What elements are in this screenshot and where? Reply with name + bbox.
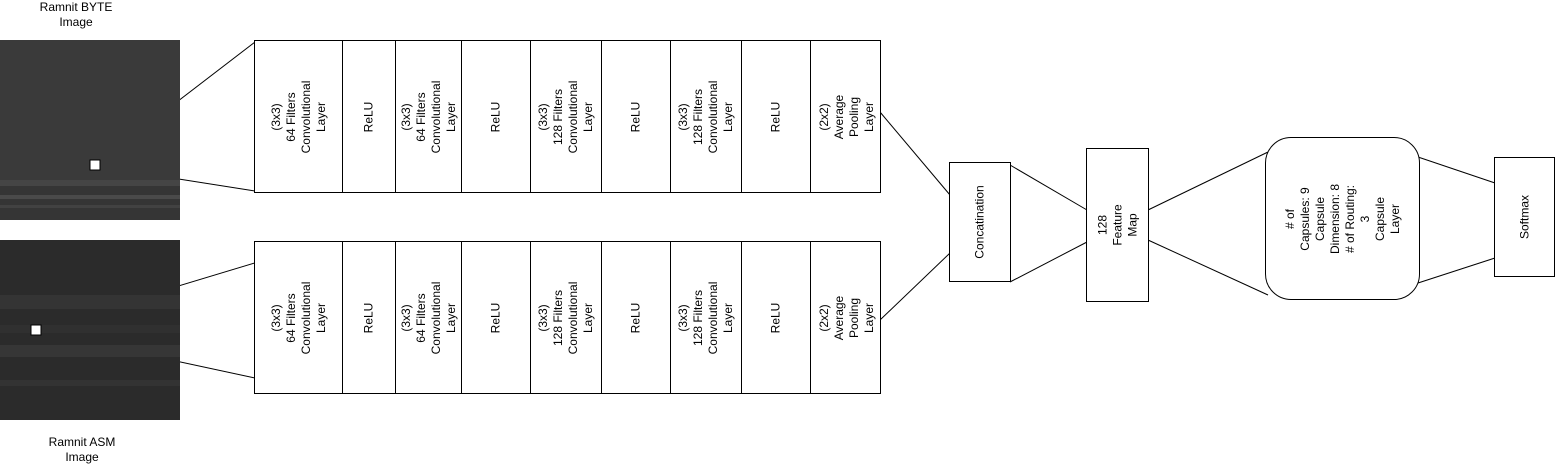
asm-layer-relu2-label: ReLU [488,302,503,333]
byte-layer-pool: (2x2) Average Pooling Layer [811,41,882,192]
byte-layer-relu1: ReLU [343,41,396,192]
byte-layer-relu4-label: ReLU [768,101,783,132]
concatenation-node: Concatination [949,162,1011,282]
asm-layer-conv4-label: (3x3) 128 Filters Convolutional Layer [676,281,735,354]
asm-layer-pool-label: (2x2) Average Pooling Layer [816,295,876,340]
concat-to-feature-line-bottom [1009,241,1088,283]
asm-branch-layers: (3x3) 64 Filters Convolutional Layer ReLU… [254,241,881,394]
concat-to-feature-line-top [1009,164,1088,211]
byte-layer-conv4-label: (3x3) 128 Filters Convolutional Layer [676,80,735,153]
byte-layer-conv1: (3x3) 64 Filters Convolutional Layer [255,41,343,192]
byte-layer-conv1-label: (3x3) 64 Filters Convolutional Layer [268,80,328,153]
softmax-node: Softmax [1494,157,1555,277]
asm-layer-relu4-label: ReLU [768,302,783,333]
byte-image-caption: Ramnit BYTE Image [39,0,113,29]
byte-to-concat-line [879,111,951,196]
asm-layer-conv3-label: (3x3) 128 Filters Convolutional Layer [536,281,595,354]
asm-layer-relu1-label: ReLU [361,302,376,333]
asm-layer-conv1: (3x3) 64 Filters Convolutional Layer [255,242,343,393]
asm-layer-relu3-label: ReLU [628,302,643,333]
byte-layer-relu4: ReLU [742,41,811,192]
byte-layer-relu3-label: ReLU [628,101,643,132]
asm-layer-pool: (2x2) Average Pooling Layer [811,242,882,393]
byte-layer-conv2: (3x3) 64 Filters Convolutional Layer [396,41,462,192]
byte-layer-conv3: (3x3) 128 Filters Convolutional Layer [531,41,602,192]
asm-layer-relu4: ReLU [742,242,811,393]
byte-layer-conv3-label: (3x3) 128 Filters Convolutional Layer [536,80,595,153]
byte-branch-layers: (3x3) 64 Filters Convolutional Layer ReLU… [254,40,881,193]
feature-map-node: 128 Feature Map [1086,148,1149,302]
byte-layer-relu2-label: ReLU [488,101,503,132]
asm-layer-relu3: ReLU [602,242,671,393]
asm-layer-conv2: (3x3) 64 Filters Convolutional Layer [396,242,462,393]
asm-image-caption: Ramnit ASM Image [48,435,116,464]
capsule-to-softmax-line-bottom [1417,257,1496,284]
asm-layer-conv2-label: (3x3) 64 Filters Convolutional Layer [398,281,458,354]
byte-layer-relu1-label: ReLU [361,101,376,132]
byte-layer-conv4: (3x3) 128 Filters Convolutional Layer [671,41,742,192]
concatenation-label: Concatination [972,185,987,259]
byte-layer-relu3: ReLU [602,41,671,192]
asm-layer-conv1-label: (3x3) 64 Filters Convolutional Layer [268,281,328,354]
asm-to-concat-line [879,252,951,321]
byte-image [0,40,180,220]
capsule-to-softmax-line-top [1417,156,1496,184]
byte-layer-pool-label: (2x2) Average Pooling Layer [816,94,876,139]
feature-map-label: 128 Feature Map [1095,204,1139,246]
asm-layer-conv3: (3x3) 128 Filters Convolutional Layer [531,242,602,393]
byte-layer-relu2: ReLU [462,41,531,192]
asm-image [0,240,180,420]
feature-to-capsule-line-top [1147,151,1269,211]
capsule-layer-label: # of Capsules: 9 Capsule Dimension: 8 # … [1282,183,1402,254]
asm-layer-conv4: (3x3) 128 Filters Convolutional Layer [671,242,742,393]
feature-to-capsule-line-bottom [1147,239,1269,296]
softmax-label: Softmax [1517,194,1531,240]
byte-layer-conv2-label: (3x3) 64 Filters Convolutional Layer [398,80,458,153]
asm-layer-relu1: ReLU [343,242,396,393]
asm-layer-relu2: ReLU [462,242,531,393]
capsule-layer-node: # of Capsules: 9 Capsule Dimension: 8 # … [1265,137,1420,300]
